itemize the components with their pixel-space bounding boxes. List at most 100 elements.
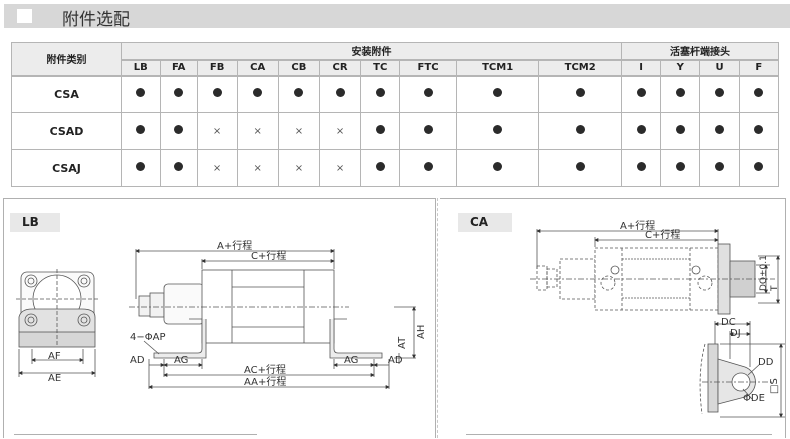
supported-dot-icon (375, 88, 385, 98)
compat-cell (360, 112, 401, 150)
ca-panel-footer-line (466, 434, 772, 435)
supported-dot-icon (335, 88, 345, 98)
compat-cell (360, 75, 401, 113)
supported-dot-icon (423, 88, 433, 98)
compat-cell (538, 75, 622, 113)
ca-dim-dq: DQ±0.1 (759, 255, 769, 291)
supported-dot-icon (575, 88, 585, 98)
column-header: TC (360, 59, 401, 77)
dim-c: C+行程 (251, 249, 286, 262)
compat-cell (620, 149, 662, 187)
compat-cell (399, 75, 457, 113)
supported-dot-icon (212, 88, 222, 98)
column-header: U (699, 59, 740, 77)
supported-dot-icon (675, 162, 685, 171)
unsupported-cross-icon: × (212, 125, 222, 137)
ca-dim-dd: DD (758, 357, 774, 368)
compat-cell: × (196, 112, 238, 150)
supported-dot-icon (174, 88, 184, 98)
compat-cell (620, 112, 662, 150)
column-header: FTC (399, 59, 457, 77)
group-header: 活塞杆端接头 (620, 42, 780, 61)
column-header: CA (236, 59, 279, 77)
dim-ap: 4−ΦAP (130, 332, 165, 343)
section-title: 附件选配 (62, 10, 130, 30)
compat-cell (159, 149, 198, 187)
supported-dot-icon (575, 162, 585, 171)
compat-cell (699, 149, 740, 187)
compat-cell (159, 112, 198, 150)
supported-dot-icon (294, 88, 304, 98)
compat-cell (738, 75, 780, 113)
compat-cell: × (236, 149, 279, 187)
column-header: CR (318, 59, 362, 77)
ca-dim-de: ΦDE (743, 393, 765, 404)
ca-dim-a: A+行程 (620, 219, 655, 232)
supported-dot-icon (754, 162, 764, 171)
compat-cell (236, 75, 279, 113)
ca-side-view (530, 229, 780, 315)
compat-cell (196, 75, 238, 113)
supported-dot-icon (493, 88, 503, 98)
ca-panel: CA (440, 198, 786, 438)
compat-cell: × (277, 149, 320, 187)
ca-clevis-view (699, 321, 785, 418)
compat-cell (738, 149, 780, 187)
compat-cell: × (196, 149, 238, 187)
lb-front-view (16, 269, 99, 377)
compat-cell (738, 112, 780, 150)
supported-dot-icon (375, 162, 385, 171)
compat-cell (318, 75, 362, 113)
supported-dot-icon (715, 88, 725, 98)
ca-drawing: A+行程 C+行程 DQ±0.1 T DC DJ DD □S ΦDE (530, 219, 785, 418)
compat-cell (455, 75, 540, 113)
lb-panel-footer-line (14, 434, 257, 435)
supported-dot-icon (575, 125, 585, 134)
compat-cell (660, 149, 701, 187)
ca-dim-c: C+行程 (645, 228, 680, 241)
table-row: CSA (11, 75, 780, 113)
unsupported-cross-icon: × (253, 125, 262, 137)
dim-ag-left: AG (174, 355, 188, 366)
supported-dot-icon (675, 88, 685, 98)
compat-cell (699, 75, 740, 113)
column-header: I (620, 59, 662, 77)
panel-divider (437, 198, 438, 438)
dim-ag-right: AG (344, 355, 358, 366)
supported-dot-icon (754, 88, 764, 98)
dim-ac: AC+行程 (244, 363, 286, 376)
dim-a: A+行程 (217, 239, 252, 252)
supported-dot-icon (636, 125, 646, 134)
compat-cell (121, 149, 161, 187)
supported-dot-icon (375, 125, 385, 134)
compat-cell (660, 112, 701, 150)
lb-panel: LB AF AE (3, 198, 436, 438)
compat-cell (121, 112, 161, 150)
column-header: FA (159, 59, 198, 77)
compat-cell (399, 149, 457, 187)
table-row: CSAJ×××× (11, 149, 780, 187)
supported-dot-icon (493, 162, 503, 171)
ca-dim-dc: DC (721, 317, 736, 328)
column-header: LB (121, 59, 161, 77)
column-header: TCM1 (455, 59, 540, 77)
supported-dot-icon (636, 162, 646, 171)
compat-cell: × (318, 112, 362, 150)
lb-tag: LB (10, 213, 60, 232)
compat-cell: × (277, 112, 320, 150)
compat-cell (620, 75, 662, 113)
unsupported-cross-icon: × (335, 162, 345, 174)
compat-cell (121, 75, 161, 113)
title-square-icon (17, 9, 32, 23)
dim-ad-left: AD (130, 355, 145, 366)
ca-tag: CA (458, 213, 512, 232)
unsupported-cross-icon: × (335, 125, 345, 137)
category-header: 附件类别 (11, 42, 122, 77)
compat-cell: × (318, 149, 362, 187)
dim-ae: AE (48, 373, 61, 384)
compat-cell (538, 112, 622, 150)
supported-dot-icon (423, 162, 433, 171)
supported-dot-icon (715, 125, 725, 134)
lb-side-view (129, 249, 416, 389)
